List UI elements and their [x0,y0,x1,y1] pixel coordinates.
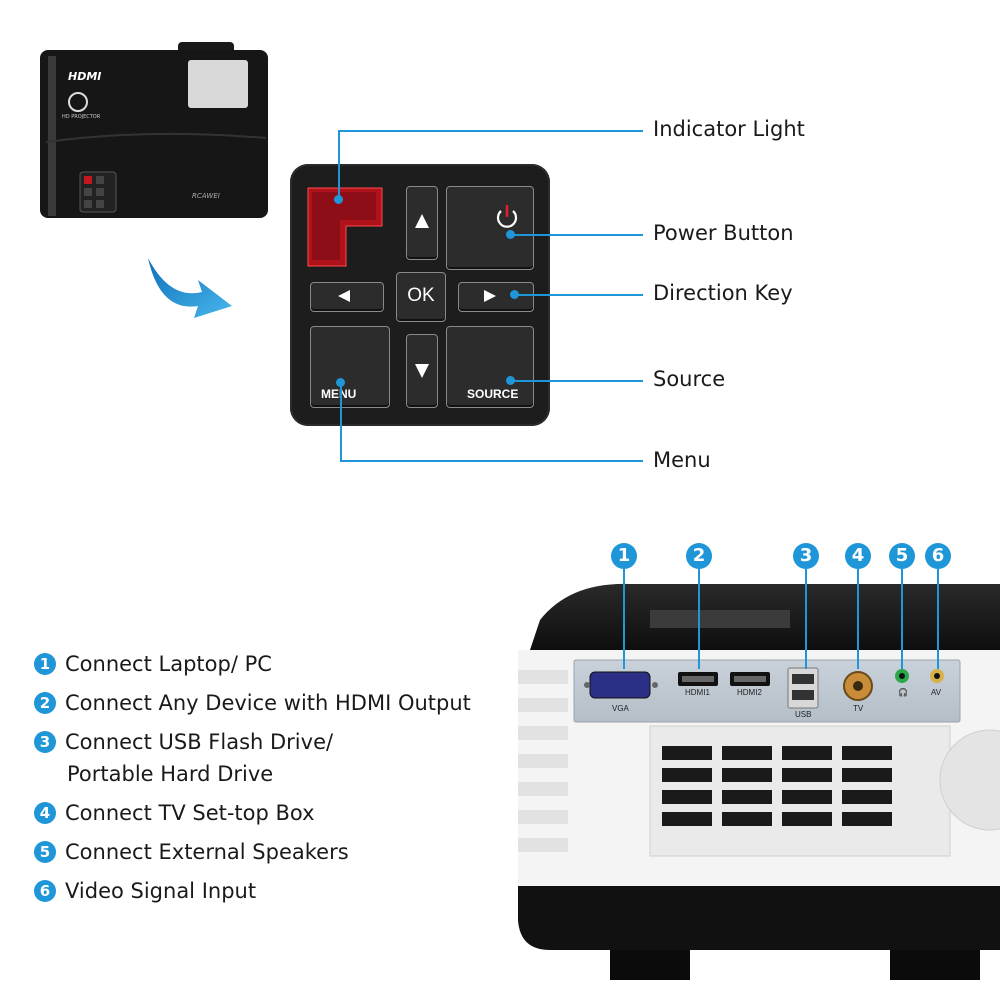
direction-leader [514,294,643,296]
control-keypad: OK MENU SOURCE [290,164,550,426]
projector-rear-view: VGA HDMI1 HDMI2 USB TV 🎧 AV [510,580,1000,1000]
badge-3: 3 [34,731,56,753]
badge-4: 4 [34,802,56,824]
list-text-6: Video Signal Input [65,879,257,903]
menu-key[interactable]: MENU [310,326,390,408]
list-text-1: Connect Laptop/ PC [65,652,272,676]
hdmi-logo: HDMI [68,70,102,83]
up-key[interactable] [406,186,438,260]
arrow-up-icon [415,214,429,228]
pin-2-line [698,569,700,669]
callout-menu: Menu [653,448,711,472]
headphone-icon: 🎧 [898,688,908,697]
list-text-5: Connect External Speakers [65,840,349,864]
arrow-down-icon [415,364,429,378]
port-label-usb: USB [795,710,812,719]
power-key[interactable] [446,186,534,270]
curved-arrow-icon [148,258,232,318]
list-item-5: 5 Connect External Speakers [34,840,349,864]
right-key[interactable] [458,282,534,312]
source-leader [510,380,643,382]
menu-leader-v [340,382,342,460]
badge-1: 1 [34,653,56,675]
down-key[interactable] [406,334,438,408]
projector-thumbnail: HDMI HD PROJECTOR RCAWEI [40,42,268,220]
power-icon [496,205,518,228]
list-item-3: 3 Connect USB Flash Drive/ [34,730,333,754]
menu-leader-h [340,460,643,462]
list-text-3b: Portable Hard Drive [67,762,274,786]
callout-source: Source [653,367,726,391]
callout-power-button: Power Button [653,221,794,245]
list-item-1: 1 Connect Laptop/ PC [34,652,272,676]
source-label: SOURCE [467,387,519,401]
callout-indicator-light: Indicator Light [653,117,805,141]
port-label-hdmi2: HDMI2 [737,688,762,697]
list-item-3b: Portable Hard Drive [67,762,273,786]
port-label-av: AV [931,688,942,697]
brand-text: RCAWEI [192,192,220,200]
pin-5-line [901,569,903,669]
list-text-4: Connect TV Set-top Box [65,801,315,825]
source-key[interactable]: SOURCE [446,326,534,408]
callout-direction-key: Direction Key [653,281,793,305]
list-text-3: Connect USB Flash Drive/ [65,730,334,754]
list-item-6: 6 Video Signal Input [34,879,256,903]
list-item-2: 2 Connect Any Device with HDMI Output [34,691,471,715]
ok-key[interactable]: OK [396,272,446,322]
menu-label: MENU [321,387,357,401]
arrow-left-icon [338,290,350,302]
pin-6-line [937,569,939,669]
pin-1-line [623,569,625,669]
indicator-leader-h [338,130,643,132]
port-label-hdmi1: HDMI1 [685,688,710,697]
pin-3: 3 [793,543,819,569]
left-key[interactable] [310,282,384,312]
indicator-leader-v [338,130,340,200]
hd-projector-text: HD PROJECTOR [62,114,101,120]
port-label-tv: TV [853,704,864,713]
arrow-right-icon [484,290,496,302]
port-label-vga: VGA [612,704,629,713]
pin-3-line [805,569,807,669]
list-text-2: Connect Any Device with HDMI Output [65,691,471,715]
power-leader [510,234,643,236]
pin-4-line [857,569,859,669]
ok-label: OK [407,285,435,306]
badge-6: 6 [34,880,56,902]
list-item-4: 4 Connect TV Set-top Box [34,801,315,825]
badge-2: 2 [34,692,56,714]
pin-1: 1 [611,543,637,569]
indicator-light [306,186,384,268]
pin-6: 6 [925,543,951,569]
pin-2: 2 [686,543,712,569]
pin-5: 5 [889,543,915,569]
badge-5: 5 [34,841,56,863]
pin-4: 4 [845,543,871,569]
